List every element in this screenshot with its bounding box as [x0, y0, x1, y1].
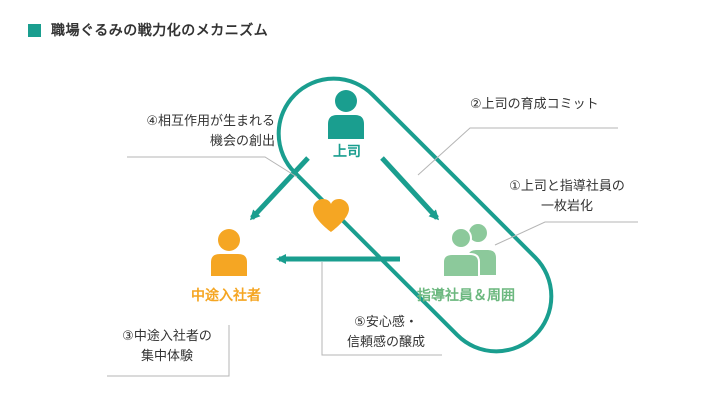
- callout-unified-front: ①上司と指導社員の 一枚岩化: [497, 177, 637, 217]
- page-title: 職場ぐるみの戦力化のメカニズム: [51, 23, 269, 39]
- heart-icon: [313, 199, 349, 232]
- leader-line-c5: [321, 262, 442, 356]
- arrow-boss-to-newcomer: [249, 156, 310, 221]
- leader-line-c2: [417, 127, 618, 176]
- mentor-label: 指導社員＆周囲: [417, 288, 515, 304]
- newcomer-person-icon: [211, 229, 247, 276]
- callout-4-line1: ④相互作用が生まれる: [146, 114, 275, 129]
- callout-trust-building: ⑤安心感・ 信頼感の醸成: [330, 313, 442, 353]
- callout-growth-commitment: ②上司の育成コミット: [470, 95, 599, 115]
- callout-3-line1: ③中途入社者の: [122, 329, 212, 344]
- boss-mentor-enclosure: [276, 76, 554, 354]
- title-marker: [28, 23, 41, 37]
- callout-1-line1: ①上司と指導社員の: [509, 179, 625, 194]
- boss-person-icon: [328, 90, 364, 139]
- title-bar: 職場ぐるみの戦力化のメカニズム: [28, 20, 268, 40]
- callout-focused-experience: ③中途入社者の 集中体験: [108, 327, 226, 367]
- callout-5-line1: ⑤安心感・: [354, 315, 418, 330]
- leader-line-c3: [107, 325, 230, 377]
- callout-interaction-opportunity: ④相互作用が生まれる 機会の創出: [100, 112, 275, 152]
- callout-4-line2: 機会の創出: [209, 134, 275, 149]
- boss-label: 上司: [333, 144, 361, 160]
- leader-line-c4: [127, 156, 298, 178]
- callout-1-line2: 一枚岩化: [540, 199, 593, 214]
- arrow-boss-to-mentor: [380, 156, 440, 221]
- callout-3-line2: 集中体験: [140, 349, 193, 364]
- newcomer-label: 中途入社者: [191, 288, 261, 304]
- mentor-group-icon: [442, 224, 496, 278]
- callout-2-text: ②上司の育成コミット: [470, 97, 599, 112]
- callout-5-line2: 信頼感の醸成: [346, 335, 425, 350]
- leader-line-c1: [494, 221, 638, 246]
